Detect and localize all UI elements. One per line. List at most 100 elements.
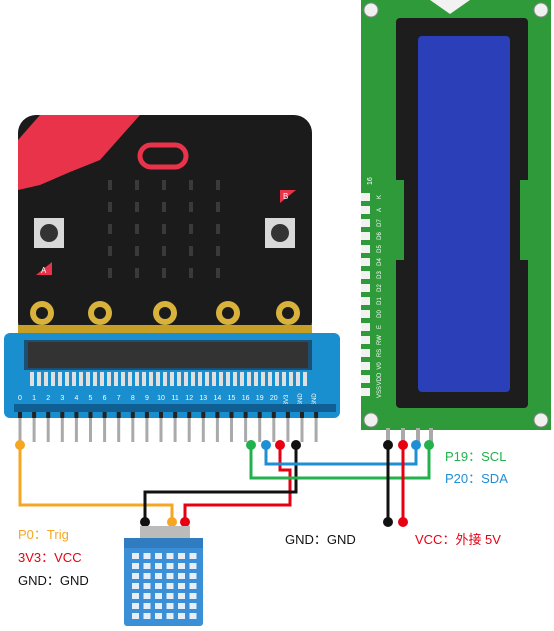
button-b-marker [280,190,296,203]
edge-pin-label: 13 [199,395,207,402]
edge-tooth [30,372,34,386]
edge-tooth [149,372,153,386]
button-a-marker [36,262,52,275]
wire-p20-sda [264,445,418,466]
header-pin [74,418,78,442]
edge-pin-label: 12 [185,395,193,402]
lcd-pin-label: VSS [377,386,383,398]
sensor-vent [166,553,174,559]
wire-p0-trig [18,445,174,522]
ultrasonic-sensor [124,526,203,626]
microbit-board: A B [18,115,312,340]
sensor-vent [155,613,162,619]
lcd-pin-label: A [377,208,383,212]
sensor-vent [166,583,174,589]
lcd-screen [418,36,510,392]
lcd-pin-number: 16 [367,177,374,185]
lcd-header-pins [386,428,433,442]
lcd-pin-label: D2 [377,284,383,292]
microbit-logo [137,142,189,170]
edge-tooth [177,372,181,386]
button-a[interactable] [34,218,64,248]
edge-tooth [79,372,83,386]
led [162,202,166,212]
header-pin [173,418,177,442]
edge-tooth [275,372,279,386]
led [216,224,220,234]
button-a-label: A [41,266,47,275]
edge-teeth [30,372,307,386]
edge-tooth [114,372,118,386]
wire-gnd-gnd [143,445,298,522]
sensor-vent [189,593,197,599]
edge-pin-label: GND [298,393,304,407]
led [108,202,112,212]
edge-tooth [65,372,69,386]
edge-tooth [100,372,104,386]
edge-pin-label: 16 [242,395,250,402]
lcd-pin-hole [361,336,370,344]
edge-pin-label: 14 [214,395,222,402]
sensor-vent [155,583,162,589]
edge-tooth [219,372,223,386]
sensor-vent [143,563,151,569]
led [135,180,139,190]
led [189,180,193,190]
header-pin [272,418,276,442]
edge-tooth [198,372,202,386]
sensor-vent [132,573,139,579]
lcd-pin-hole [361,349,370,357]
header-pin [117,418,121,442]
sensor-vent [189,573,197,579]
lcd-pin-hole [361,297,370,305]
led [189,268,193,278]
label-sensor-trig: P0：Trig [18,527,69,542]
edge-tooth [51,372,55,386]
edge-tooth [247,372,251,386]
button-b-label: B [283,192,288,201]
sensor-vent [178,553,185,559]
edge-tooth [282,372,286,386]
edge-tooth [135,372,139,386]
led [135,224,139,234]
lcd-pin-label: RW [377,335,383,345]
led [135,268,139,278]
sensor-vent [132,613,139,619]
lcd-pin-hole [361,310,370,318]
sensor-vent [155,553,162,559]
button-b[interactable] [265,218,295,248]
sensor-vent [155,563,162,569]
header-pin [230,418,233,442]
sensor-vent [166,613,174,619]
edge-tooth [156,372,160,386]
led [108,224,112,234]
lcd-pin-hole [361,258,370,266]
led [216,180,220,190]
label-sensor-gnd: GND：GND [18,573,89,588]
header-pin [32,418,36,442]
header-pin [60,418,64,442]
edge-tooth [121,372,125,386]
edge-tooth [268,372,272,386]
microbit-logo-shape [18,115,140,190]
lcd-pin-label: D0 [377,310,383,318]
sensor-vent [189,603,197,609]
header-pin [258,418,262,442]
lcd-pin-hole [361,284,370,292]
edge-pin-label: 3V3 [284,394,290,405]
sensor-vent [178,603,185,609]
lcd-pin-label: V0 [377,362,383,370]
edge-pin-label: 2 [46,395,50,402]
sensor-vent [132,593,139,599]
sensor-vent [189,553,197,559]
sensor-vent [178,583,185,589]
sensor-vent [132,583,139,589]
header-pin [46,418,50,442]
lcd-pin-hole [361,193,370,201]
sensor-vent [178,563,185,569]
edge-tooth [170,372,174,386]
edge-pin-label: GND [312,393,318,407]
edge-tooth [37,372,41,386]
